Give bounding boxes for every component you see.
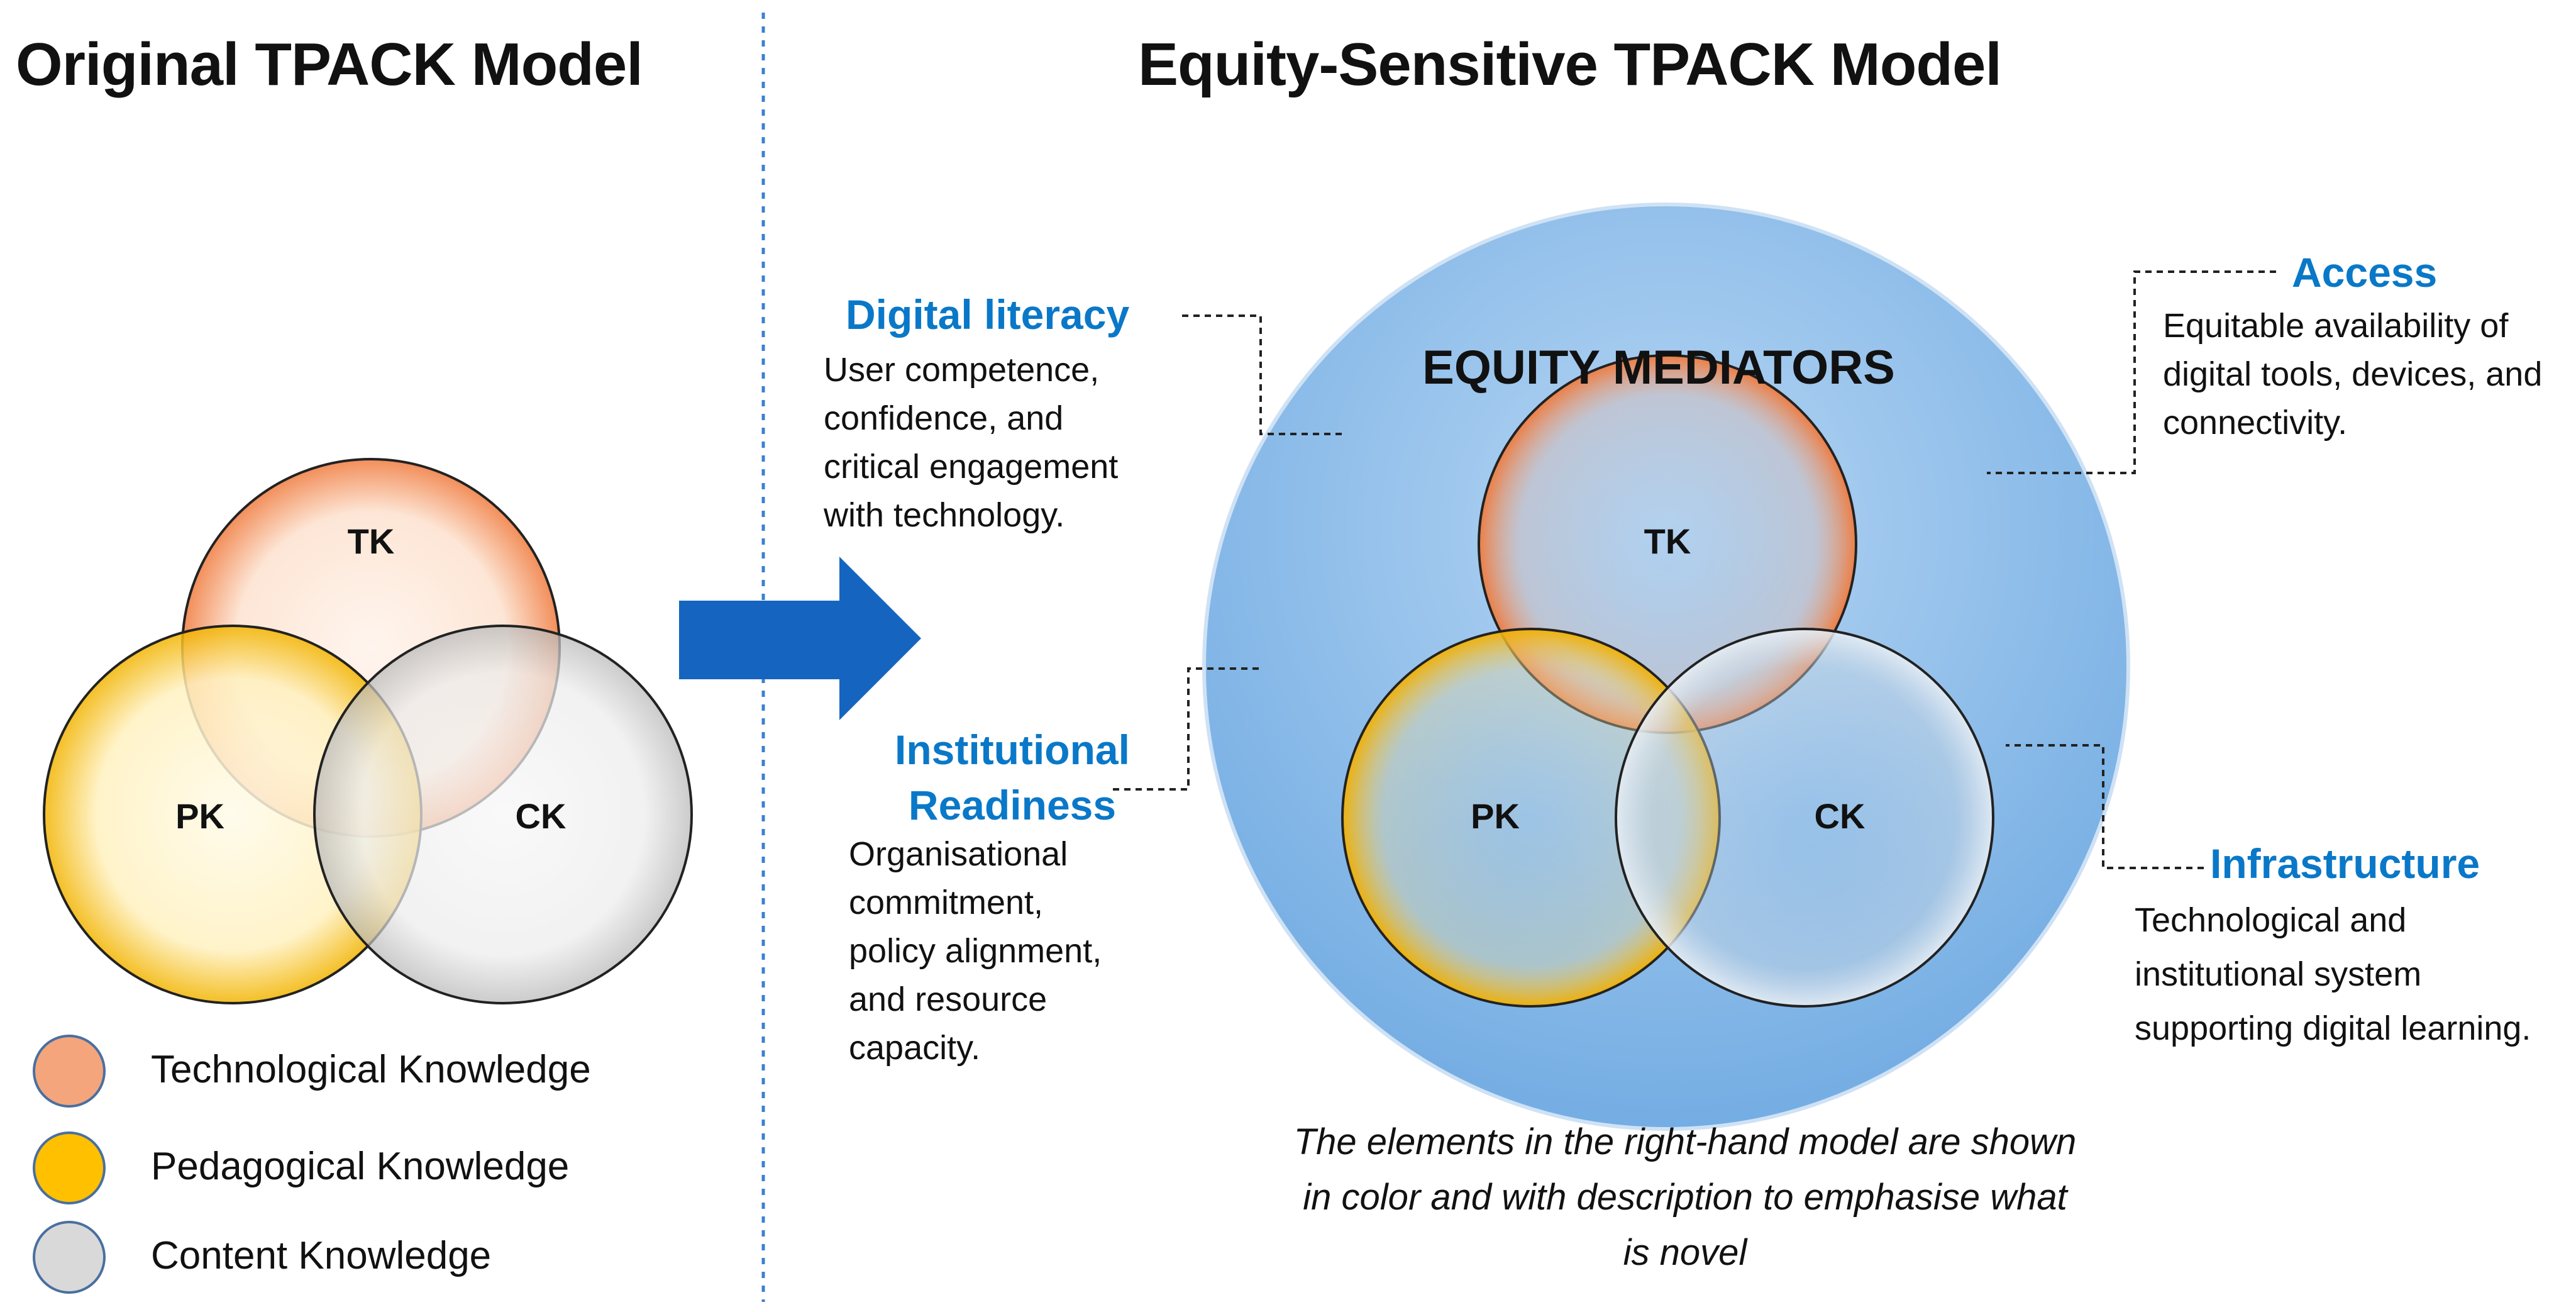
legend-ck-label: Content Knowledge bbox=[151, 1234, 492, 1277]
digital-literacy-title: Digital literacy bbox=[846, 291, 1130, 338]
infrastructure-description: Technological and institutional system s… bbox=[2135, 901, 2531, 1047]
legend-pk-label: Pedagogical Knowledge bbox=[151, 1145, 570, 1188]
institutional-readiness-leader bbox=[1113, 667, 1261, 791]
left-venn bbox=[43, 458, 693, 1004]
legend-pk-swatch bbox=[33, 1131, 106, 1204]
infrastructure-leader bbox=[2006, 744, 2204, 869]
left-pk-label: PK bbox=[175, 796, 224, 836]
right-pk-label: PK bbox=[1471, 796, 1520, 836]
right-venn bbox=[1341, 354, 1994, 1008]
right-ck-label: CK bbox=[1815, 796, 1866, 836]
transition-arrow bbox=[679, 557, 921, 720]
legend-tk-swatch bbox=[33, 1035, 106, 1108]
right-ck-circle bbox=[1615, 628, 1994, 1008]
caption: The elements in the right-hand model are… bbox=[1293, 1121, 2077, 1273]
left-title: Original TPACK Model bbox=[16, 31, 643, 98]
access-leader bbox=[1987, 270, 2276, 474]
digital-literacy-description: User competence, confidence, and critica… bbox=[824, 351, 1119, 534]
legend-ck-swatch bbox=[33, 1221, 106, 1294]
institutional-readiness-title: Institutional Readiness bbox=[895, 726, 1130, 828]
left-ck-label: CK bbox=[516, 796, 567, 836]
access-description: Equitable availability of digital tools,… bbox=[2163, 307, 2543, 442]
legend-tk-label: Technological Knowledge bbox=[151, 1048, 591, 1091]
access-title: Access bbox=[2292, 249, 2438, 296]
left-tk-label: TK bbox=[348, 521, 395, 561]
digital-literacy-leader bbox=[1182, 314, 1346, 435]
right-title: Equity-Sensitive TPACK Model bbox=[1138, 31, 2002, 98]
institutional-readiness-description: Organisational commitment, policy alignm… bbox=[849, 835, 1102, 1067]
leader-lines bbox=[1113, 270, 2276, 869]
right-tk-label: TK bbox=[1644, 521, 1691, 561]
equity-mediators-label: EQUITY MEDIATORS bbox=[1422, 341, 1895, 394]
left-ck-circle bbox=[313, 625, 693, 1004]
infrastructure-title: Infrastructure bbox=[2210, 840, 2480, 887]
